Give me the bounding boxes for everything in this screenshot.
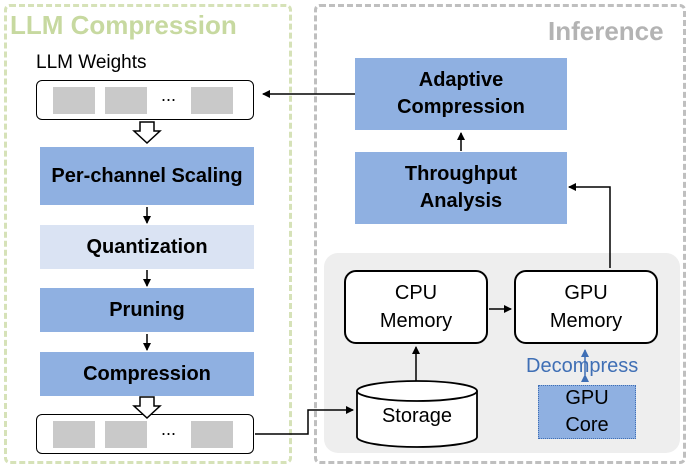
weight-cell bbox=[191, 421, 233, 448]
storage-label: Storage bbox=[381, 405, 453, 427]
hollow-arrow-top bbox=[132, 121, 162, 145]
weight-cell bbox=[105, 421, 147, 448]
inference-panel bbox=[314, 4, 686, 464]
weight-cell bbox=[53, 87, 95, 114]
weight-cell bbox=[53, 421, 95, 448]
inference-title: Inference bbox=[548, 16, 664, 46]
arrow-weights-to-storage bbox=[255, 406, 354, 435]
weights-row-top: ... bbox=[36, 80, 254, 120]
weight-cell bbox=[105, 87, 147, 114]
weights-ellipsis: ... bbox=[161, 85, 177, 105]
storage-cylinder bbox=[356, 380, 478, 448]
compression-block: Compression bbox=[40, 352, 254, 396]
llm-compression-panel bbox=[4, 4, 292, 464]
quantization-block: Quantization bbox=[40, 225, 254, 269]
pruning-block: Pruning bbox=[40, 288, 254, 332]
weight-cell bbox=[191, 87, 233, 114]
hollow-arrow-bottom bbox=[132, 396, 162, 420]
llm-compression-title: LLM Compression bbox=[10, 10, 237, 40]
per-channel-scaling-block: Per-channel Scaling bbox=[40, 147, 254, 205]
weights-row-bottom: ... bbox=[36, 414, 254, 454]
weights-ellipsis: ... bbox=[161, 419, 177, 439]
llm-weights-label: LLM Weights bbox=[36, 52, 147, 73]
arrow-gpu-to-throughput bbox=[568, 183, 611, 268]
